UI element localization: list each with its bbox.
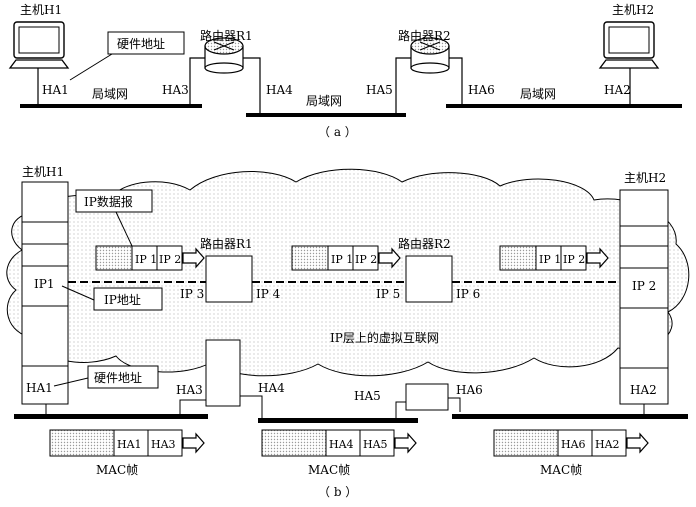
lan-bar <box>20 104 202 108</box>
mac-frame: HA1 HA3 <box>49 429 205 457</box>
lan-bar <box>452 414 688 419</box>
mac-frame-label: MAC帧 <box>540 463 582 477</box>
ip-datagram: IP 1 IP 2 <box>95 245 205 271</box>
ha-label: HA3 <box>162 83 189 97</box>
ha-label: HA6 <box>456 383 483 397</box>
mac-frame: HA4 HA5 <box>261 429 417 457</box>
ha-label: HA1 <box>26 381 53 395</box>
ha-label: HA3 <box>176 383 203 397</box>
mac-frame-label: MAC帧 <box>96 463 138 477</box>
ip-dst: IP 2 <box>563 253 585 266</box>
ip-label: IP 5 <box>376 287 400 301</box>
mac-dst: HA5 <box>363 438 388 451</box>
ha-label: HA2 <box>630 383 657 397</box>
mac-src: HA1 <box>117 438 142 451</box>
ip-src: IP 1 <box>135 253 157 266</box>
ha-label: HA6 <box>468 83 495 97</box>
mac-frame: HA6 HA2 <box>493 429 649 457</box>
router-r1-body <box>205 339 241 407</box>
lan-label: 局域网 <box>306 94 342 108</box>
host-h1-label: 主机H1 <box>20 3 62 17</box>
ip-datagram: IP 1 IP 2 <box>499 245 609 271</box>
ip-label: IP 6 <box>456 287 480 301</box>
hardware-address-callout: 硬件地址 <box>53 365 159 389</box>
part-b: 主机H1 IP1 HA1 主机H2 IP 2 HA2 路由器R1 IP 3 IP… <box>6 165 690 499</box>
caption-a: （ a ） <box>318 125 357 139</box>
mac-dst: HA2 <box>595 438 620 451</box>
caption-b: （ b ） <box>318 485 357 499</box>
router-r2-body <box>405 383 449 411</box>
ip-dst: IP 2 <box>355 253 377 266</box>
callout-text: IP地址 <box>104 293 141 307</box>
ip-label: IP 3 <box>180 287 204 301</box>
lan-bar <box>258 418 418 423</box>
ha-label: HA2 <box>604 83 631 97</box>
router-r2-ip-box <box>405 255 453 303</box>
mac-frame-label: MAC帧 <box>308 463 350 477</box>
host-h2-label: 主机H2 <box>612 3 654 17</box>
ip-datagram-callout: IP数据报 <box>75 189 153 247</box>
host-ip-label: IP 2 <box>632 279 656 293</box>
callout-text: 硬件地址 <box>94 371 142 385</box>
lan-label: 局域网 <box>92 87 128 101</box>
mac-src: HA4 <box>329 438 354 451</box>
lan-label: 局域网 <box>520 87 556 101</box>
part-a: 主机H1 主机H2 路由器R1 路由器R2 <box>8 3 682 139</box>
ip-src: IP 1 <box>331 253 353 266</box>
ip-dst: IP 2 <box>159 253 181 266</box>
router-icon <box>410 37 450 74</box>
computer-icon <box>8 21 70 69</box>
router-icon <box>204 37 244 74</box>
host-ip-label: IP1 <box>34 277 54 291</box>
hardware-address-callout: 硬件地址 <box>69 31 185 81</box>
lan-bar <box>246 113 406 117</box>
ha-label: HA1 <box>42 83 69 97</box>
callout-text: 硬件地址 <box>117 37 165 51</box>
lan-bar <box>446 104 682 108</box>
callout-text: IP数据报 <box>84 194 133 209</box>
lan-bar <box>14 414 208 419</box>
cloud-label: IP层上的虚拟互联网 <box>330 330 439 345</box>
host-h2-label: 主机H2 <box>624 171 666 185</box>
router-r2-label: 路由器R2 <box>398 28 451 43</box>
ha-label: HA4 <box>258 381 285 395</box>
ip-src: IP 1 <box>539 253 561 266</box>
ip-address-callout: IP地址 <box>61 285 163 311</box>
ip-datagram: IP 1 IP 2 <box>291 245 401 271</box>
router-r1-label: 路由器R1 <box>200 28 253 43</box>
computer-icon <box>598 21 660 69</box>
router-r1-ip-box <box>205 255 253 303</box>
host-h1-label: 主机H1 <box>22 165 64 179</box>
router-r2-label: 路由器R2 <box>398 236 451 251</box>
ip-label: IP 4 <box>256 287 281 301</box>
host-h2-stack <box>619 189 669 405</box>
ha-label: HA4 <box>266 83 293 97</box>
mac-dst: HA3 <box>151 438 176 451</box>
host-h1-stack <box>21 181 69 405</box>
mac-src: HA6 <box>561 438 586 451</box>
ha-label: HA5 <box>354 389 381 403</box>
ha-label: HA5 <box>366 83 393 97</box>
router-r1-label: 路由器R1 <box>200 236 253 251</box>
